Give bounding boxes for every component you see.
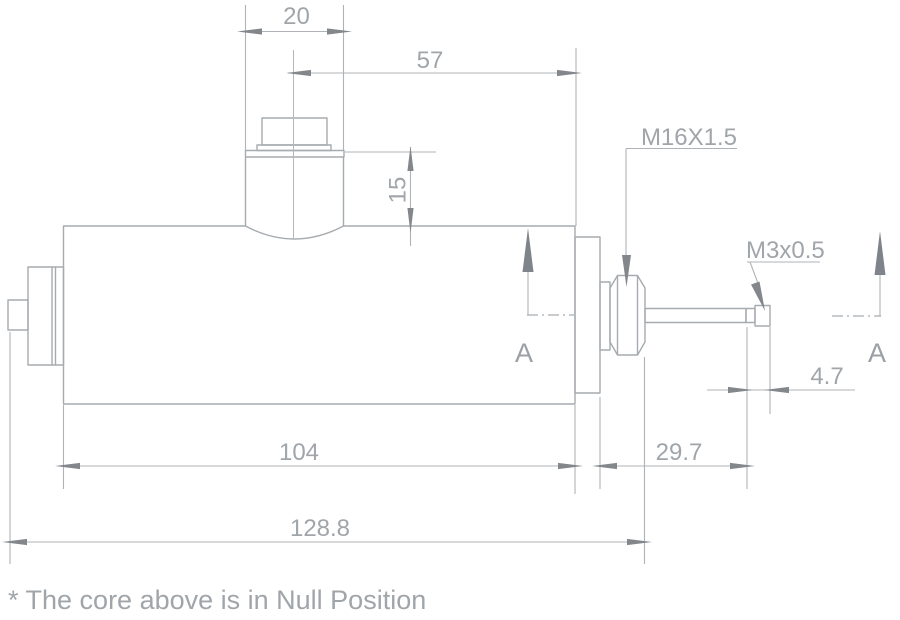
core-rod-collar: [745, 307, 756, 324]
leader-arrowhead: [622, 255, 631, 287]
dim-value-15: 15: [385, 177, 412, 204]
left-end-boss: [7, 299, 29, 331]
dim-connector-offset: 57: [286, 47, 582, 226]
arrowhead-left: [55, 462, 80, 470]
dim-tip-length: 4.7: [707, 327, 855, 414]
dim-value-4-7: 4.7: [810, 363, 843, 390]
arrowhead-right: [627, 538, 652, 546]
dim-value-128-8: 128.8: [290, 515, 350, 542]
section-label-right: A: [868, 338, 886, 368]
label-gland-thread: M16X1.5: [622, 124, 737, 287]
label-tip-thread: M3x0.5: [746, 237, 825, 311]
left-end-cap: [27, 266, 65, 366]
section-arrowhead: [522, 228, 534, 272]
dim-value-29-7: 29.7: [656, 439, 703, 466]
arrowhead-left: [237, 28, 262, 35]
arrowhead-right: [558, 462, 583, 470]
gland-nut: [609, 274, 646, 356]
arrowhead-inward-left: [764, 386, 789, 394]
section-marker-left: A: [515, 228, 574, 368]
dim-body-length: 104: [55, 405, 583, 494]
dim-stroke-length: 29.7: [592, 327, 755, 489]
arrowhead-right: [557, 69, 582, 77]
connector-base-plate: [244, 149, 345, 158]
dim-value-20: 20: [283, 3, 310, 30]
dim-connector-height: 15: [345, 146, 436, 246]
core-rod: [644, 307, 747, 324]
arrowhead-up: [407, 146, 414, 171]
arrowhead-inward-right: [728, 386, 753, 394]
arrowhead-left: [592, 462, 617, 470]
sensor-body-outline: [62, 225, 576, 405]
arrowhead-down: [407, 208, 414, 233]
device-geometry: [7, 50, 771, 405]
null-position-note: * The core above is in Null Position: [8, 585, 426, 615]
leader-arrowhead: [751, 281, 765, 311]
dim-top-width: 20: [237, 3, 352, 150]
arrowhead-left: [2, 538, 27, 546]
section-arrowhead: [874, 231, 886, 275]
right-flange-plate: [574, 236, 601, 394]
tip-thread-text: M3x0.5: [746, 237, 825, 264]
arrowhead-right: [730, 462, 755, 470]
connector-cap: [261, 117, 328, 146]
dim-value-104: 104: [279, 439, 319, 466]
core-rod-threaded-tip: [754, 304, 771, 327]
boss-intersection-arc: [245, 225, 344, 240]
arrowhead-right: [327, 28, 352, 35]
dim-value-57: 57: [417, 47, 444, 74]
gland-thread-text: M16X1.5: [641, 124, 737, 151]
section-label-left: A: [515, 338, 533, 368]
dim-overall-length: 128.8: [2, 332, 652, 564]
section-marker-right: A: [832, 231, 886, 368]
arrowhead-left: [286, 69, 311, 77]
gland-neck: [599, 281, 611, 351]
